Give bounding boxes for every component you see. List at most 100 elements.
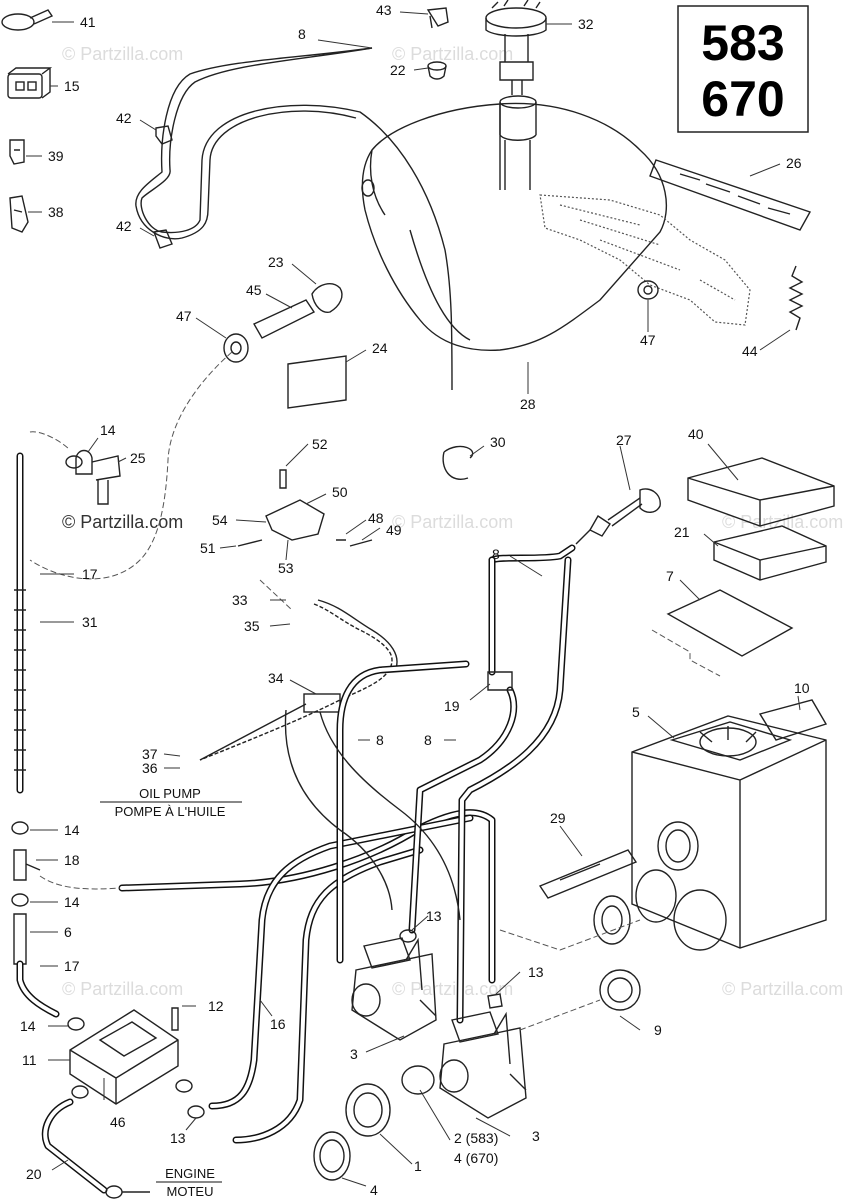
watermark-dark: © Partzilla.com: [62, 512, 183, 532]
callout-50: 50: [332, 484, 348, 500]
callout-5: 5: [632, 704, 640, 720]
callout-16: 16: [270, 1016, 286, 1032]
watermark: © Partzilla.com: [722, 979, 843, 999]
air-filters: [651, 457, 835, 677]
airbox: [631, 715, 827, 951]
callout-42: 42: [116, 110, 132, 126]
callout-25: 25: [130, 450, 146, 466]
callout-4-670: 4 (670): [454, 1150, 498, 1166]
watermark: © Partzilla.com: [392, 979, 513, 999]
small-parts-top-left: [1, 7, 449, 249]
callout-3: 3: [350, 1046, 358, 1062]
hose-20: [41, 1098, 150, 1199]
callout-12: 12: [208, 998, 224, 1014]
carburetor-right: [439, 993, 527, 1119]
callout-13: 13: [170, 1130, 186, 1146]
model-670: 670: [701, 71, 784, 127]
callout-17: 17: [64, 958, 80, 974]
callout-47: 47: [176, 308, 192, 324]
callout-32: 32: [578, 16, 594, 32]
callout-44: 44: [742, 343, 758, 359]
callout-26: 26: [786, 155, 802, 171]
watermark-layer: © Partzilla.com © Partzilla.com © Partzi…: [62, 44, 843, 999]
callout-52: 52: [312, 436, 328, 452]
dashed-routing: [29, 351, 641, 1031]
callout-15: 15: [64, 78, 80, 94]
callout-37: 37: [142, 746, 158, 762]
callout-4: 4: [370, 1182, 378, 1198]
callout-14: 14: [100, 422, 116, 438]
callout-47: 47: [640, 332, 656, 348]
fuel-pump: [67, 1007, 193, 1105]
leader-lines: [26, 11, 801, 1187]
callout-11: 11: [22, 1052, 37, 1068]
callout-41: 41: [80, 14, 96, 30]
callout-49: 49: [386, 522, 402, 538]
captions: OIL PUMP POMPE À L'HUILE ENGINE MOTEU: [100, 786, 242, 1199]
callout-8: 8: [492, 546, 500, 562]
watermark: © Partzilla.com: [722, 512, 843, 532]
callout-9: 9: [654, 1022, 662, 1038]
clamps: [187, 929, 435, 1181]
callout-38: 38: [48, 204, 64, 220]
fuel-tank: [361, 95, 751, 352]
sticker-10: [758, 699, 828, 741]
callout-53: 53: [278, 560, 294, 576]
callout-8: 8: [376, 732, 384, 748]
callout-35: 35: [244, 618, 260, 634]
callout-14: 14: [20, 1018, 36, 1034]
callout-54: 54: [212, 512, 228, 528]
callout-13: 13: [426, 908, 442, 924]
strap-26: [649, 159, 812, 231]
choke-cable: [237, 445, 661, 547]
callout-6: 6: [64, 924, 72, 940]
callout-43: 43: [376, 2, 392, 18]
fuel-outlet: [223, 280, 659, 409]
engine-label-fr: MOTEU: [167, 1184, 214, 1199]
callout-22: 22: [390, 62, 406, 78]
callout-46: 46: [110, 1114, 126, 1130]
callout-23: 23: [268, 254, 284, 270]
left-hose: [11, 452, 60, 1018]
callout-10: 10: [794, 680, 810, 696]
model-box: 583 670: [677, 5, 809, 133]
callout-40: 40: [688, 426, 704, 442]
callout-36: 36: [142, 760, 158, 776]
callout-39: 39: [48, 148, 64, 164]
fuel-valve: [65, 449, 121, 505]
model-583: 583: [701, 15, 784, 71]
callout-2-583: 2 (583): [454, 1130, 498, 1146]
oil-pump-label-fr: POMPE À L'HUILE: [115, 804, 226, 819]
strap-29: [538, 849, 638, 899]
callout-30: 30: [490, 434, 506, 450]
watermark: © Partzilla.com: [392, 44, 513, 64]
oil-pump-label: OIL PUMP: [139, 786, 201, 801]
intake-boots: [593, 895, 641, 1011]
spring-44: [788, 265, 804, 331]
callout-20: 20: [26, 1166, 42, 1182]
filler-cap: [485, 0, 547, 95]
callout-14: 14: [64, 822, 80, 838]
callout-31: 31: [82, 614, 98, 630]
callout-8: 8: [424, 732, 432, 748]
callout-27: 27: [616, 432, 632, 448]
callout-21: 21: [674, 524, 690, 540]
callout-48: 48: [368, 510, 384, 526]
callout-45: 45: [246, 282, 262, 298]
vent-line: [135, 47, 453, 391]
oil-lines: [199, 599, 398, 761]
watermark: © Partzilla.com: [392, 512, 513, 532]
callout-34: 34: [268, 670, 284, 686]
callout-51: 51: [200, 540, 216, 556]
callout-42: 42: [116, 218, 132, 234]
callout-18: 18: [64, 852, 80, 868]
engine-label: ENGINE: [165, 1166, 215, 1181]
fuel-hoses: [118, 544, 576, 1144]
callout-7: 7: [666, 568, 674, 584]
callout-29: 29: [550, 810, 566, 826]
watermark: © Partzilla.com: [62, 979, 183, 999]
carburetor-left: [351, 937, 437, 1041]
callout-1: 1: [414, 1158, 422, 1174]
callout-28: 28: [520, 396, 536, 412]
